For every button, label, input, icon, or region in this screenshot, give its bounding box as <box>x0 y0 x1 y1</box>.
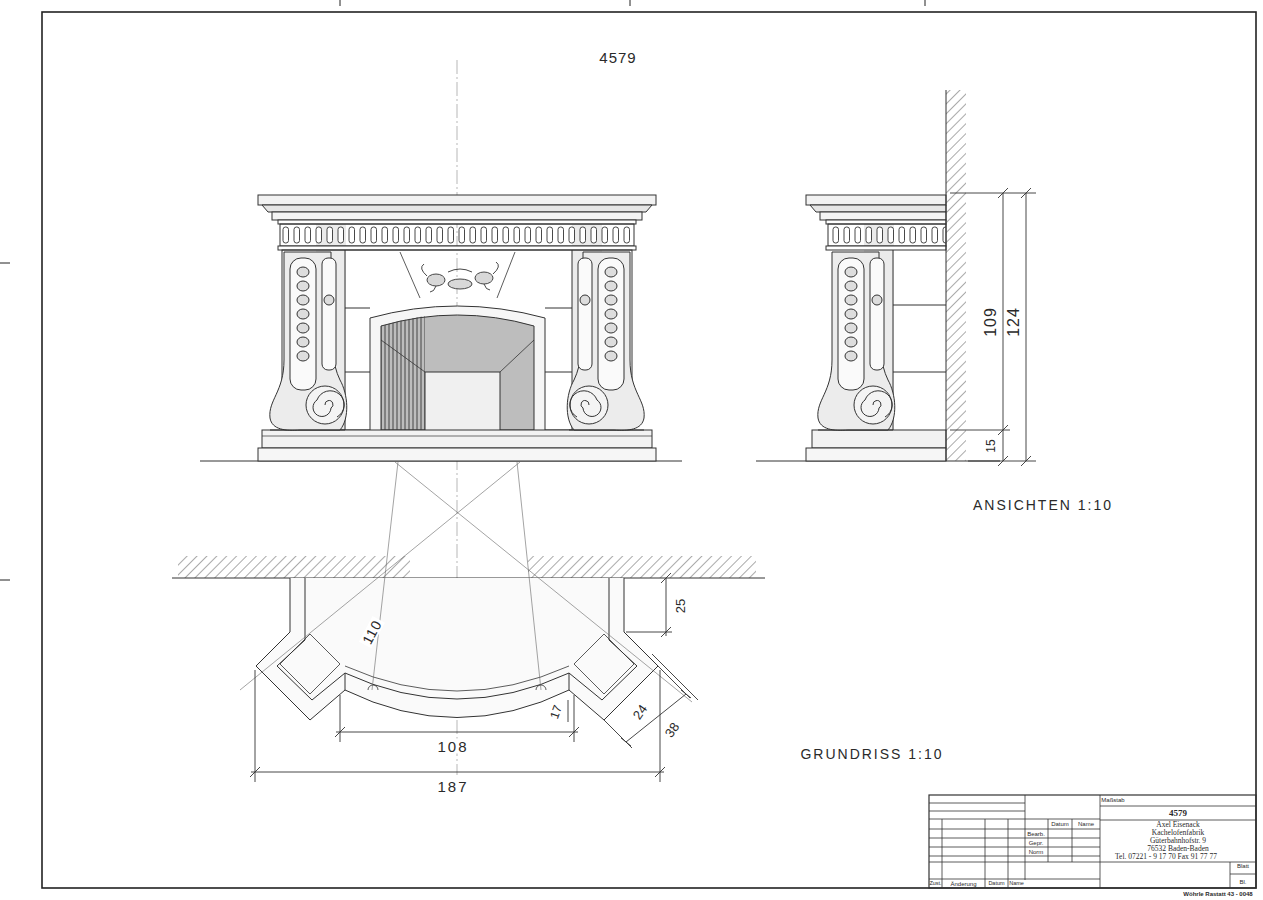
dimension-value: 110 <box>359 616 385 648</box>
company-line: 76532 Baden-Baden <box>1147 845 1208 853</box>
dimension-value: 25 <box>674 597 687 615</box>
company-line: Tel. 07221 - 9 17 70 Fax 91 77 77 <box>1115 853 1217 861</box>
dimension-value: 38 <box>661 719 682 742</box>
title-block-field: Name <box>1078 821 1094 827</box>
title-block-field: Blatt <box>1237 863 1249 869</box>
floor-plan <box>172 462 765 720</box>
dimension-value: 109 <box>983 305 999 339</box>
dimension-value: 24 <box>629 701 650 724</box>
dimension-value: 15 <box>985 437 997 454</box>
view-title: ANSICHTEN 1:10 <box>973 498 1113 512</box>
drawing-number: 4579 <box>599 50 636 65</box>
title-block-field: Bearb. <box>1027 831 1045 837</box>
dimension-value: 124 <box>1006 305 1022 339</box>
title-block-field: Datum <box>988 881 1004 887</box>
title-block <box>929 795 1256 888</box>
title-block-field: Bl. <box>1239 879 1246 885</box>
dimension-value: 17 <box>547 702 564 722</box>
dimension-lines <box>250 573 698 782</box>
scroll-corbel <box>270 252 347 430</box>
side-elevation <box>806 90 966 461</box>
dimension-lines <box>950 188 1036 466</box>
title-block-field: Name <box>1009 881 1024 887</box>
title-block-field: Änderung <box>950 881 976 887</box>
front-elevation <box>258 195 656 461</box>
dimension-value: 187 <box>435 779 470 794</box>
dimension-value: 108 <box>435 739 470 754</box>
company-line: Axel Eisenack <box>1156 821 1200 829</box>
title-block-field: Maßstab <box>1101 797 1124 803</box>
company-line: Güterbahnhofstr. 9 <box>1150 837 1206 845</box>
printer-imprint: Wöhrle Rastatt 43 - 0048 <box>1183 891 1252 897</box>
title-block-field: Datum <box>1051 821 1069 827</box>
garland-ornament <box>422 262 499 292</box>
drawing-number: 4579 <box>1169 809 1187 818</box>
company-line: Kachelofenfabrik <box>1152 829 1204 837</box>
title-block-field: Norm <box>1029 849 1044 855</box>
title-block-field: Gepr. <box>1029 840 1044 846</box>
view-title: GRUNDRISS 1:10 <box>800 747 943 761</box>
title-block-field: Zust. <box>929 881 941 887</box>
